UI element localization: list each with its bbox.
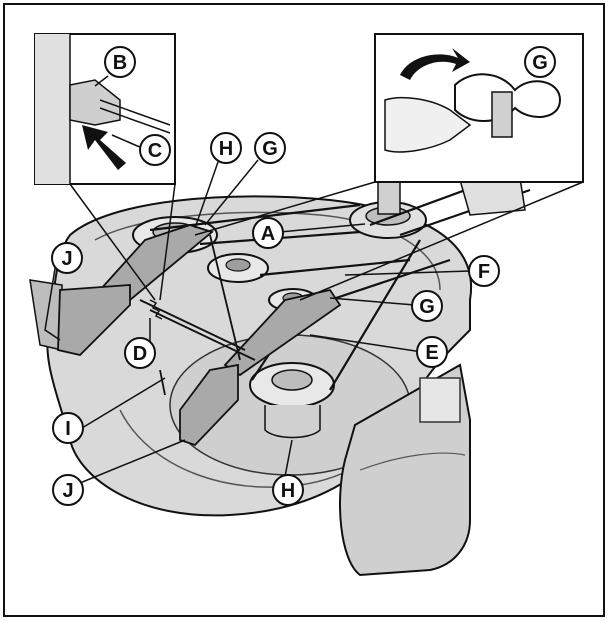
svg-text:C: C (148, 140, 162, 162)
svg-text:D: D (133, 343, 147, 365)
callout-G-upper: G (254, 132, 286, 164)
callout-J-lower: J (52, 474, 84, 506)
callout-J-upper: J (51, 242, 83, 274)
inset-latch-detail (34, 33, 176, 185)
inset-g-leader-lines (194, 181, 584, 301)
callout-D: D (124, 337, 156, 369)
callout-G-inset: G (524, 46, 556, 78)
callout-E: E (416, 336, 448, 368)
callout-H-upper: H (210, 132, 242, 164)
chute-bracket (419, 377, 461, 423)
callout-G-right: G (411, 290, 443, 322)
svg-text:H: H (281, 480, 295, 502)
svg-text:J: J (61, 248, 72, 270)
callout-B: B (104, 46, 136, 78)
hand-icon (384, 96, 472, 153)
bracket-center-E (223, 288, 342, 377)
svg-text:E: E (425, 342, 438, 364)
pulley-lower-H (249, 362, 335, 439)
svg-text:A: A (261, 223, 275, 245)
pulley-idler-center (207, 253, 269, 283)
bracket-left-J (57, 284, 131, 356)
bracket-upper-left (98, 224, 214, 302)
chute-ridge (359, 452, 466, 471)
push-arrow-icon (82, 125, 126, 170)
callout-H-lower: H (272, 474, 304, 506)
svg-text:F: F (478, 261, 490, 283)
callout-A: A (252, 217, 284, 249)
svg-text:G: G (262, 138, 278, 160)
callout-C: C (139, 134, 171, 166)
svg-text:J: J (62, 480, 73, 502)
svg-text:I: I (65, 418, 71, 440)
svg-text:G: G (419, 296, 435, 318)
bracket-lower-J (179, 363, 239, 447)
callout-F: F (468, 255, 500, 287)
spring-coil-D (149, 299, 163, 320)
inset-leader-lines (69, 183, 176, 301)
spring-rods (139, 234, 256, 396)
callout-I: I (52, 412, 84, 444)
svg-text:G: G (532, 52, 548, 74)
svg-text:H: H (219, 138, 233, 160)
rotate-arrow-icon (400, 48, 470, 80)
callout-leaders (44, 75, 471, 488)
svg-text:B: B (113, 52, 127, 74)
